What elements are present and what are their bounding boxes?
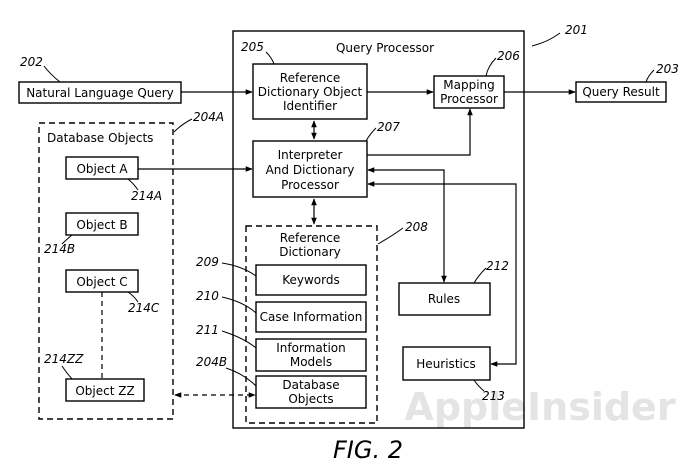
query-result-leader [645,69,655,83]
interpreter-box [252,140,368,198]
object-zz-box [65,378,145,402]
query-processor-leader [531,32,561,47]
dictionary-database-objects-line-1: Database [282,378,339,392]
mapping-processor-ref: 206 [497,49,520,63]
rdoi-ref: 205 [241,40,264,54]
object-c-ref: 214C [128,301,160,315]
query-result-ref: 203 [656,62,679,76]
rdoi-line-3: Identifier [283,99,337,113]
dictionary-database-objects-ref: 204B [196,355,227,369]
mapping-processor-box [433,75,505,109]
object-c-label: Object C [76,275,127,289]
case-information-ref: 210 [196,289,219,303]
reference-dictionary-leader [377,227,404,245]
keywords-label: Keywords [282,273,340,287]
query-result-label: Query Result [582,85,660,99]
reference-dictionary-line-1: Reference [280,231,340,245]
figure-label: FIG. 2 [333,436,403,464]
query-processor-ref: 201 [565,23,588,37]
information-models-line-2: Models [290,355,332,369]
interpreter-line-2: And Dictionary [266,163,355,177]
object-a-box [65,156,139,180]
keywords-leader [221,262,257,277]
object-b-label: Object B [76,218,127,232]
object-a-label: Object A [76,162,128,176]
information-models-line-1: Information [276,341,345,355]
dictionary-database-objects-line-2: Objects [288,392,333,406]
object-zz-leader [61,365,73,380]
reference-dictionary-ref: 208 [405,220,428,234]
rdoi-line-1: Reference [280,71,340,85]
interpreter-heuristics-arrow [367,181,517,367]
rdoi-leader [265,51,275,65]
object-b-box [65,212,139,236]
object-a-ref: 214A [131,189,162,203]
query-processor-title: Query Processor [336,41,434,55]
object-b-ref: 214B [44,242,75,256]
rules-label: Rules [428,292,460,306]
rdoi-line-2: Dictionary Object [258,85,363,99]
mapping-processor-line-2: Processor [440,92,498,106]
information-models-ref: 211 [196,323,219,337]
interpreter-line-3: Processor [281,178,339,192]
dictionary-database-objects-box [255,375,367,409]
natural-language-query-ref: 202 [20,55,43,69]
interpreter-to-mapping-arrow [367,108,473,156]
natural-language-query-leader [43,65,61,83]
rules-leader [473,267,487,284]
database-objects-leader [173,118,193,133]
dictionary-database-objects-leader [225,367,257,387]
reference-dictionary-object-identifier-box [252,63,368,120]
case-information-leader [221,296,257,314]
heuristics-leader [473,379,485,392]
information-models-box [255,338,367,372]
reference-dictionary-line-2: Dictionary [279,245,341,259]
case-information-label: Case Information [260,310,363,324]
mapping-processor-leader [485,57,497,77]
heuristics-label: Heuristics [416,357,475,371]
object-zz-label: Object ZZ [75,384,134,398]
reference-dictionary-group [245,225,378,424]
keywords-box [255,264,367,296]
information-models-leader [221,330,257,349]
object-a-leader [127,178,139,191]
natural-language-query-label: Natural Language Query [26,86,174,100]
interpreter-ref: 207 [377,120,400,134]
interpreter-line-1: Interpreter [278,148,343,162]
database-objects-title: Database Objects [47,131,153,145]
mapping-processor-line-1: Mapping [443,78,495,92]
object-zz-ref: 214ZZ [44,352,84,366]
interpreter-leader [365,127,377,142]
query-result-box [575,81,667,103]
heuristics-ref: 213 [482,389,505,403]
watermark-text: AppleInsider [404,385,675,429]
case-information-box [255,301,367,333]
object-b-leader [61,234,73,245]
object-c-leader [127,291,139,303]
query-processor-box [232,30,525,429]
rules-ref: 212 [486,259,509,273]
database-objects-group [38,122,174,420]
database-objects-ref: 204A [193,110,224,124]
keywords-ref: 209 [196,255,219,269]
